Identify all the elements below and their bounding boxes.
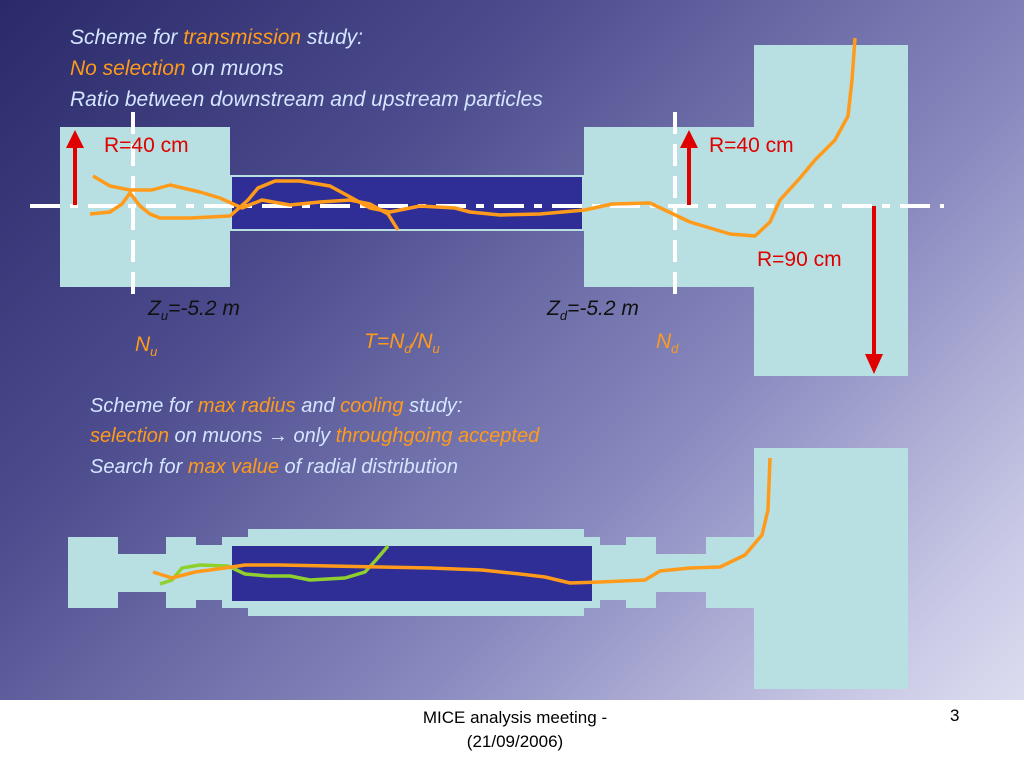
bottom-channel-cap-bot	[248, 606, 584, 616]
r40-left-label: R=40 cm	[104, 134, 189, 157]
r90-arrow	[865, 206, 883, 374]
footer-title: MICE analysis meeting -(21/09/2006)	[422, 708, 608, 751]
transmission-formula: T=Nd/Nu	[364, 330, 440, 357]
muon-track-top-2	[89, 37, 857, 238]
top-scheme-line2: No selection on muons	[70, 57, 284, 80]
arrow-right-icon: →	[267, 425, 288, 447]
bottom-ring-right3	[706, 537, 756, 608]
bottom-scheme-line3: Search for max value of radial distribut…	[90, 456, 458, 478]
top-scheme-line3: Ratio between downstream and upstream pa…	[70, 88, 543, 111]
nd-label: Nd	[656, 330, 679, 357]
zu-label: Zu=-5.2 m	[148, 297, 240, 324]
r40-left-arrow	[66, 130, 84, 205]
detector-diagram	[60, 37, 908, 689]
upstream-channel-inner	[232, 177, 582, 229]
bottom-scheme-line1: Scheme for max radius and cooling study:	[90, 395, 463, 417]
r40-right-arrow	[680, 130, 698, 205]
bottom-large-block	[754, 448, 908, 689]
page-number: 3	[950, 706, 960, 725]
rejected-track-green	[159, 544, 390, 586]
r90-label: R=90 cm	[757, 248, 842, 271]
bottom-ring-right1	[600, 545, 626, 600]
throughgoing-track	[152, 457, 772, 585]
large-detector-block	[754, 45, 908, 376]
nu-label: Nu	[135, 333, 158, 360]
r40-right-label: R=40 cm	[709, 134, 794, 157]
bottom-pipe-right	[656, 554, 706, 592]
bottom-channel-inner	[232, 546, 592, 601]
bottom-scheme-line2: selection on muons → only throughgoing a…	[90, 425, 540, 447]
bottom-end-left	[68, 537, 118, 608]
zd-label: Zd=-5.2 m	[547, 297, 639, 324]
slide-background: Scheme for transmission study: No select…	[0, 0, 1024, 700]
top-scheme-line1: Scheme for transmission study:	[70, 26, 363, 49]
bottom-ring-right2	[626, 537, 656, 608]
bottom-channel-cap-top	[248, 529, 584, 539]
